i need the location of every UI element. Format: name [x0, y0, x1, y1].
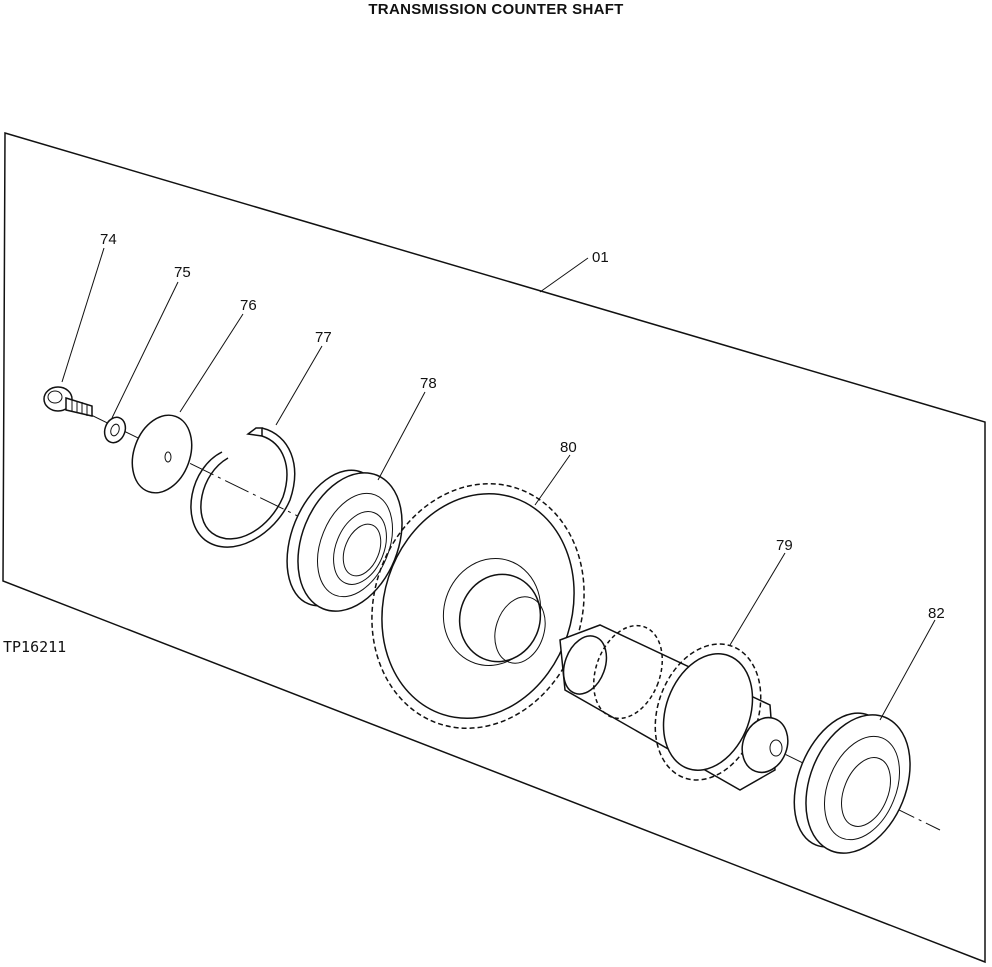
driven-gear — [371, 483, 585, 729]
cap-screw — [43, 386, 93, 417]
callout-74: 74 — [100, 231, 117, 248]
diagram-title: TRANSMISSION COUNTER SHAFT — [368, 1, 624, 18]
lock-washer — [103, 416, 127, 444]
callout-79: 79 — [776, 537, 793, 554]
callout-01: 01 — [592, 249, 609, 266]
callout-76: 76 — [240, 297, 257, 314]
bearing-rear — [793, 712, 911, 854]
washer — [131, 414, 193, 494]
callout-80: 80 — [560, 439, 577, 456]
snap-ring — [190, 427, 296, 548]
callout-77: 77 — [315, 329, 332, 346]
callout-75: 75 — [174, 264, 191, 281]
reference-code: TP16211 — [3, 638, 66, 656]
assembly-plane — [2, 131, 986, 964]
bearing-front — [286, 469, 403, 612]
leader-lines — [61, 247, 936, 721]
counter-shaft-gear — [559, 624, 789, 791]
callout-78: 78 — [420, 375, 437, 392]
callout-82: 82 — [928, 605, 945, 622]
